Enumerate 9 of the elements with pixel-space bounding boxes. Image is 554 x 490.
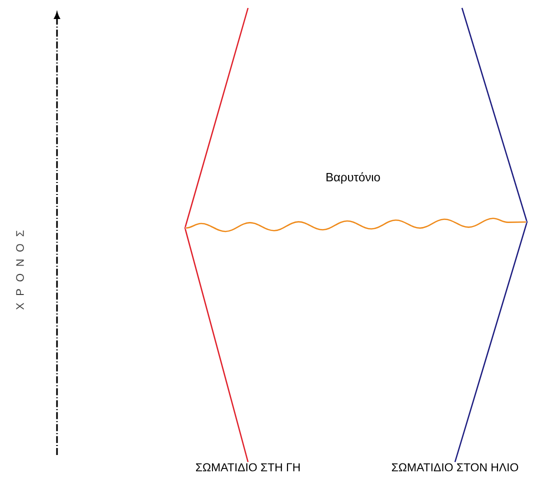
- world-line: [461, 8, 528, 222]
- world-line: [184, 8, 249, 228]
- wavy-line: [186, 218, 526, 232]
- particle-label: ΣΩΜΑΤΙΔΙΟ ΣΤΟΝ ΗΛΙΟ: [392, 463, 518, 472]
- edge-label: Βαρυτόνιο: [326, 172, 380, 184]
- world-line: [454, 222, 528, 462]
- world-line: [184, 228, 249, 462]
- particle-label: ΣΩΜΑΤΙΔΙΟ ΣΤΗ ΓΗ: [196, 463, 300, 472]
- axis-label: Χ Ρ Ο Ν Ο Σ: [16, 230, 24, 310]
